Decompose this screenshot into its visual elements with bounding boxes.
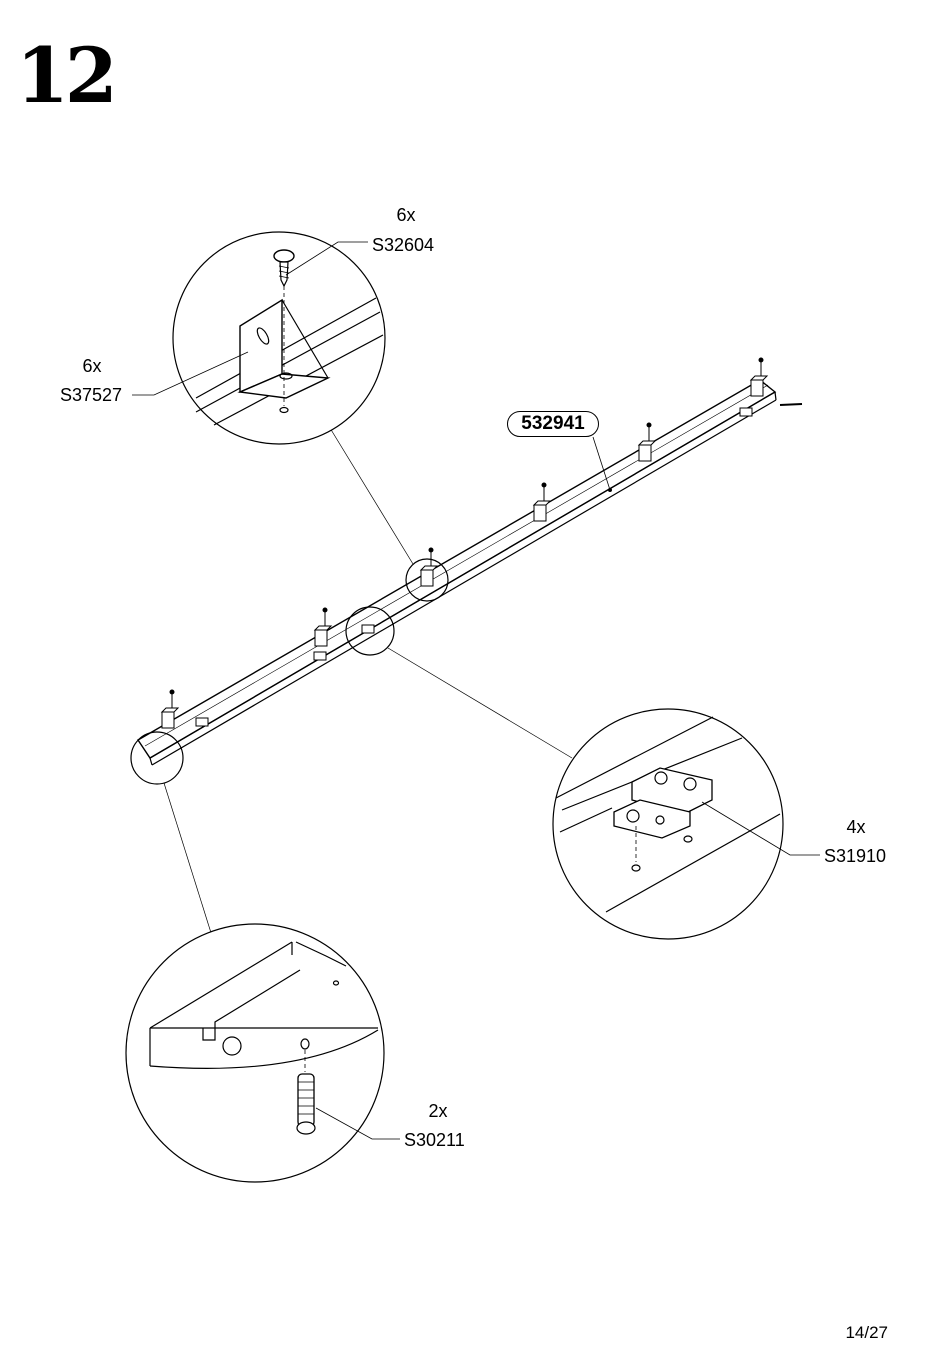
rail-532941	[138, 380, 776, 765]
part-code-s37527: S37527	[60, 386, 122, 404]
detail-connector	[553, 709, 783, 939]
part-quantity-s32604: 6x	[394, 206, 418, 224]
main-part-code: 532941	[507, 411, 599, 437]
page-number: 14/27	[845, 1323, 888, 1343]
part-code-s31910: S31910	[824, 847, 886, 865]
step-number: 12	[16, 38, 114, 114]
part-quantity-s37527: 6x	[80, 357, 104, 375]
part-quantity-s30211: 2x	[426, 1102, 450, 1120]
detail-dowel	[126, 924, 384, 1182]
part-code-s32604: S32604	[372, 236, 434, 254]
part-code-s30211: S30211	[404, 1131, 465, 1149]
detail-bracket	[173, 232, 385, 444]
part-quantity-s31910: 4x	[844, 818, 868, 836]
